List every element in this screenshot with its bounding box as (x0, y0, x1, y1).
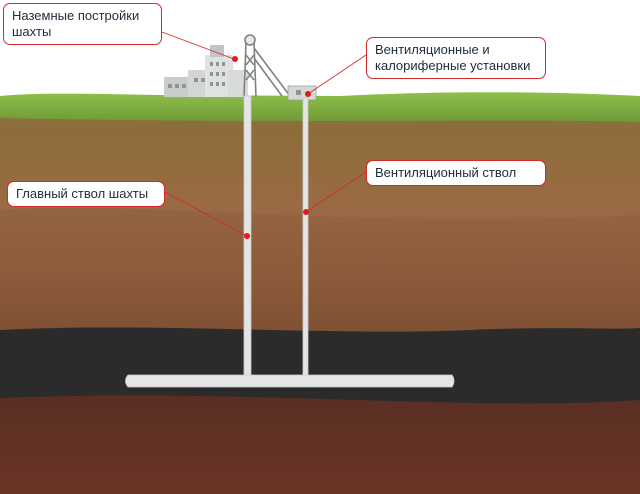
soil-band (0, 207, 640, 273)
marker-surface-buildings (232, 56, 238, 62)
marker-main-shaft (244, 233, 250, 239)
ventilation-building (287, 85, 317, 101)
leader-ventilation-shaft (306, 171, 367, 212)
coal-seam (0, 327, 640, 404)
marker-ventilation-shaft (303, 209, 309, 215)
leader-ventilation-units (307, 54, 367, 95)
ventilation-shaft-pipe (302, 97, 309, 379)
deep-rock-layer (0, 392, 640, 494)
callout-main-shaft: Главный ствол шахты (7, 181, 165, 207)
headframe (243, 34, 291, 98)
grass-surface (0, 92, 640, 122)
horizontal-gallery (125, 374, 455, 388)
soil-layer (0, 100, 640, 340)
callout-surface-buildings: Наземные постройки шахты (3, 3, 162, 45)
surface-buildings (164, 45, 248, 97)
leader-main-shaft (164, 191, 248, 237)
marker-ventilation-units (305, 91, 311, 97)
callout-ventilation-units: Вентиляционные и калориферные установки (366, 37, 546, 79)
callout-ventilation-shaft: Вентиляционный ствол (366, 160, 546, 186)
leader-surface-buildings (161, 31, 235, 60)
